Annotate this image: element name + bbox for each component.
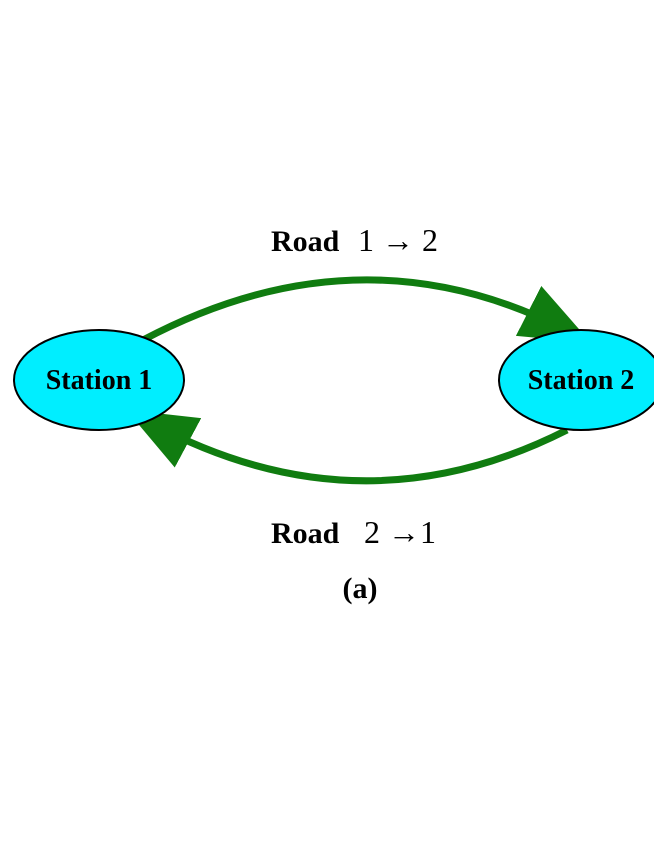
station-2-node: Station 2 xyxy=(498,329,654,431)
road-1-to-2-label: Road 1 → 2 xyxy=(271,222,438,258)
station-1-label: Station 1 xyxy=(46,365,153,396)
road-1-to-2-arrow xyxy=(141,276,591,344)
station-2-label: Station 2 xyxy=(528,365,635,396)
road-2-to-1-label: Road 2 →1 xyxy=(271,514,436,550)
figure-caption: (a) xyxy=(343,572,378,605)
station-1-node: Station 1 xyxy=(13,329,185,431)
road-2-to-1-direction: 2 →1 xyxy=(364,514,436,550)
road-1-to-2-word: Road xyxy=(271,225,340,258)
road-2-to-1-word: Road xyxy=(271,517,340,550)
road-2-to-1-arrow xyxy=(126,409,569,485)
road-1-to-2-direction: 1 → 2 xyxy=(358,222,438,258)
